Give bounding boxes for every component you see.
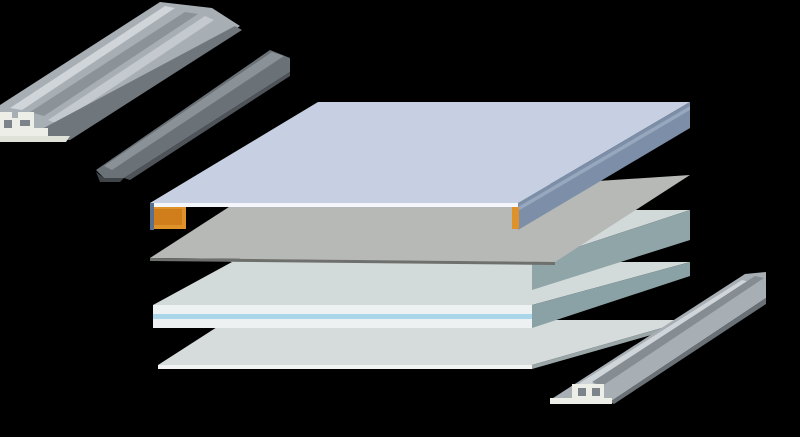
bottom-profile-end-slot bbox=[578, 388, 586, 396]
top-profile-end-slot bbox=[4, 120, 12, 128]
base-sheet-top bbox=[158, 320, 690, 365]
top-profile-ridge-2 bbox=[30, 12, 198, 116]
top-profile-flange bbox=[40, 26, 242, 140]
glass-layer bbox=[153, 262, 690, 328]
base-sheet bbox=[158, 320, 690, 369]
gasket-profile-side bbox=[124, 72, 290, 180]
top-profile-ridge-3 bbox=[48, 16, 214, 124]
top-profile-base-strip bbox=[0, 136, 70, 142]
top-panel-frame-left bbox=[150, 203, 154, 230]
bottom-profile-side bbox=[610, 298, 766, 404]
glass-layer-side bbox=[532, 262, 690, 328]
base-sheet-edge bbox=[158, 365, 532, 369]
bottom-profile-end-slot-2 bbox=[592, 388, 600, 396]
gasket-profile-foot bbox=[96, 172, 124, 182]
glass-slab-upper-side bbox=[532, 210, 690, 290]
top-panel-top bbox=[150, 102, 690, 203]
bottom-profile bbox=[550, 272, 766, 404]
top-panel bbox=[150, 102, 690, 230]
bottom-profile-ridge-2 bbox=[592, 276, 764, 386]
bottom-profile-ridge-1 bbox=[572, 280, 750, 392]
top-profile-end-slot-2 bbox=[20, 120, 30, 126]
base-sheet-side bbox=[532, 320, 690, 369]
gasket-profile-highlight bbox=[104, 52, 284, 170]
gasket-profile bbox=[96, 50, 290, 182]
glass-layer-stripe bbox=[153, 314, 532, 319]
top-panel-core-left-inner bbox=[154, 209, 182, 225]
top-profile bbox=[0, 2, 242, 142]
top-panel-lip bbox=[150, 203, 518, 207]
top-panel-core-right bbox=[512, 207, 519, 229]
top-panel-side-shade bbox=[518, 106, 690, 211]
gray-sheet-edge bbox=[150, 258, 555, 265]
top-profile-ridge-1 bbox=[10, 6, 175, 110]
